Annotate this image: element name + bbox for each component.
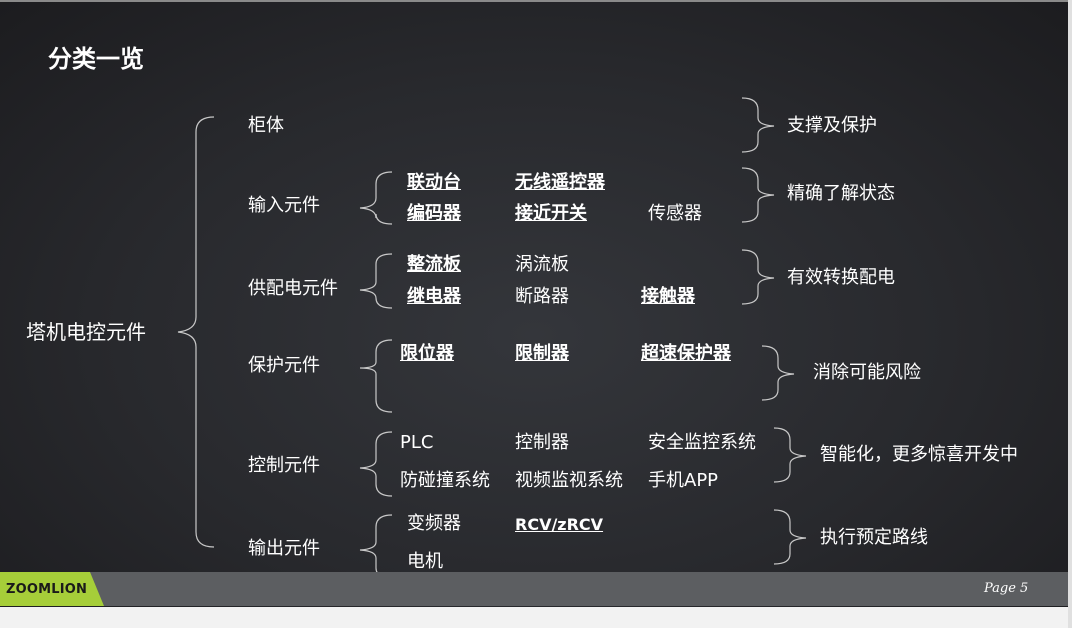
item-limiter-position: 限位器 — [400, 343, 454, 364]
page-title: 分类一览 — [48, 45, 144, 73]
result-intelligent: 智能化，更多惊喜开发中 — [820, 444, 1018, 465]
r-brace-6 — [773, 509, 807, 565]
result-eliminate-risk: 消除可能风险 — [813, 362, 921, 383]
result-support: 支撑及保护 — [787, 115, 877, 136]
item-video-monitor: 视频监视系统 — [515, 470, 623, 491]
r-brace-1 — [741, 97, 775, 153]
right-edge — [1068, 0, 1072, 628]
footer-bar — [0, 572, 1068, 606]
root-label: 塔机电控元件 — [26, 320, 146, 344]
category-cabinet: 柜体 — [248, 115, 284, 136]
result-accurate-state: 精确了解状态 — [787, 183, 895, 204]
item-safety-monitor: 安全监控系统 — [648, 432, 756, 453]
item-controller: 控制器 — [515, 432, 569, 453]
item-motor: 电机 — [407, 551, 443, 572]
item-plc: PLC — [400, 432, 434, 453]
item-relay: 继电器 — [407, 286, 461, 307]
logo-band — [0, 572, 104, 606]
r-brace-3 — [741, 249, 775, 305]
r-brace-4 — [761, 345, 795, 401]
item-inverter: 变频器 — [407, 513, 461, 534]
item-rectifier-board: 整流板 — [407, 254, 461, 275]
category-power: 供配电元件 — [248, 278, 338, 299]
item-encoder: 编码器 — [407, 203, 461, 224]
item-wireless-remote: 无线遥控器 — [515, 172, 605, 193]
page-number: Page 5 — [984, 581, 1029, 596]
zoomlion-logo: ZOOMLION — [6, 582, 88, 597]
item-rcv: RCV/zRCV — [515, 515, 604, 534]
result-execute-route: 执行预定路线 — [820, 527, 928, 548]
item-mobile-app: 手机APP — [648, 470, 719, 491]
slide: 分类一览 塔机电控元件 柜体 输入元件 供配电元件 保护元件 控制元件 输出元件… — [0, 0, 1068, 607]
item-link-console: 联动台 — [407, 172, 461, 193]
item-sensor: 传感器 — [648, 203, 702, 224]
input-brace — [359, 171, 393, 225]
r-brace-2 — [741, 167, 775, 223]
item-contactor: 接触器 — [641, 286, 695, 307]
output-brace — [359, 514, 393, 579]
result-power-conversion: 有效转换配电 — [787, 267, 895, 288]
category-output: 输出元件 — [248, 538, 320, 559]
root-brace — [177, 116, 215, 548]
category-protect: 保护元件 — [248, 355, 320, 376]
r-brace-5 — [773, 427, 807, 483]
item-proximity-switch: 接近开关 — [515, 203, 587, 224]
control-brace — [359, 431, 393, 497]
brace-lines — [177, 97, 807, 579]
item-overspeed-protector: 超速保护器 — [641, 343, 731, 364]
item-limiter: 限制器 — [515, 343, 569, 364]
item-eddy-board: 涡流板 — [515, 254, 569, 275]
protect-brace — [359, 339, 393, 413]
item-breaker: 断路器 — [515, 286, 569, 307]
power-brace — [359, 253, 393, 309]
category-input: 输入元件 — [248, 195, 320, 216]
category-control: 控制元件 — [248, 455, 320, 476]
item-anti-collision: 防碰撞系统 — [400, 470, 490, 491]
